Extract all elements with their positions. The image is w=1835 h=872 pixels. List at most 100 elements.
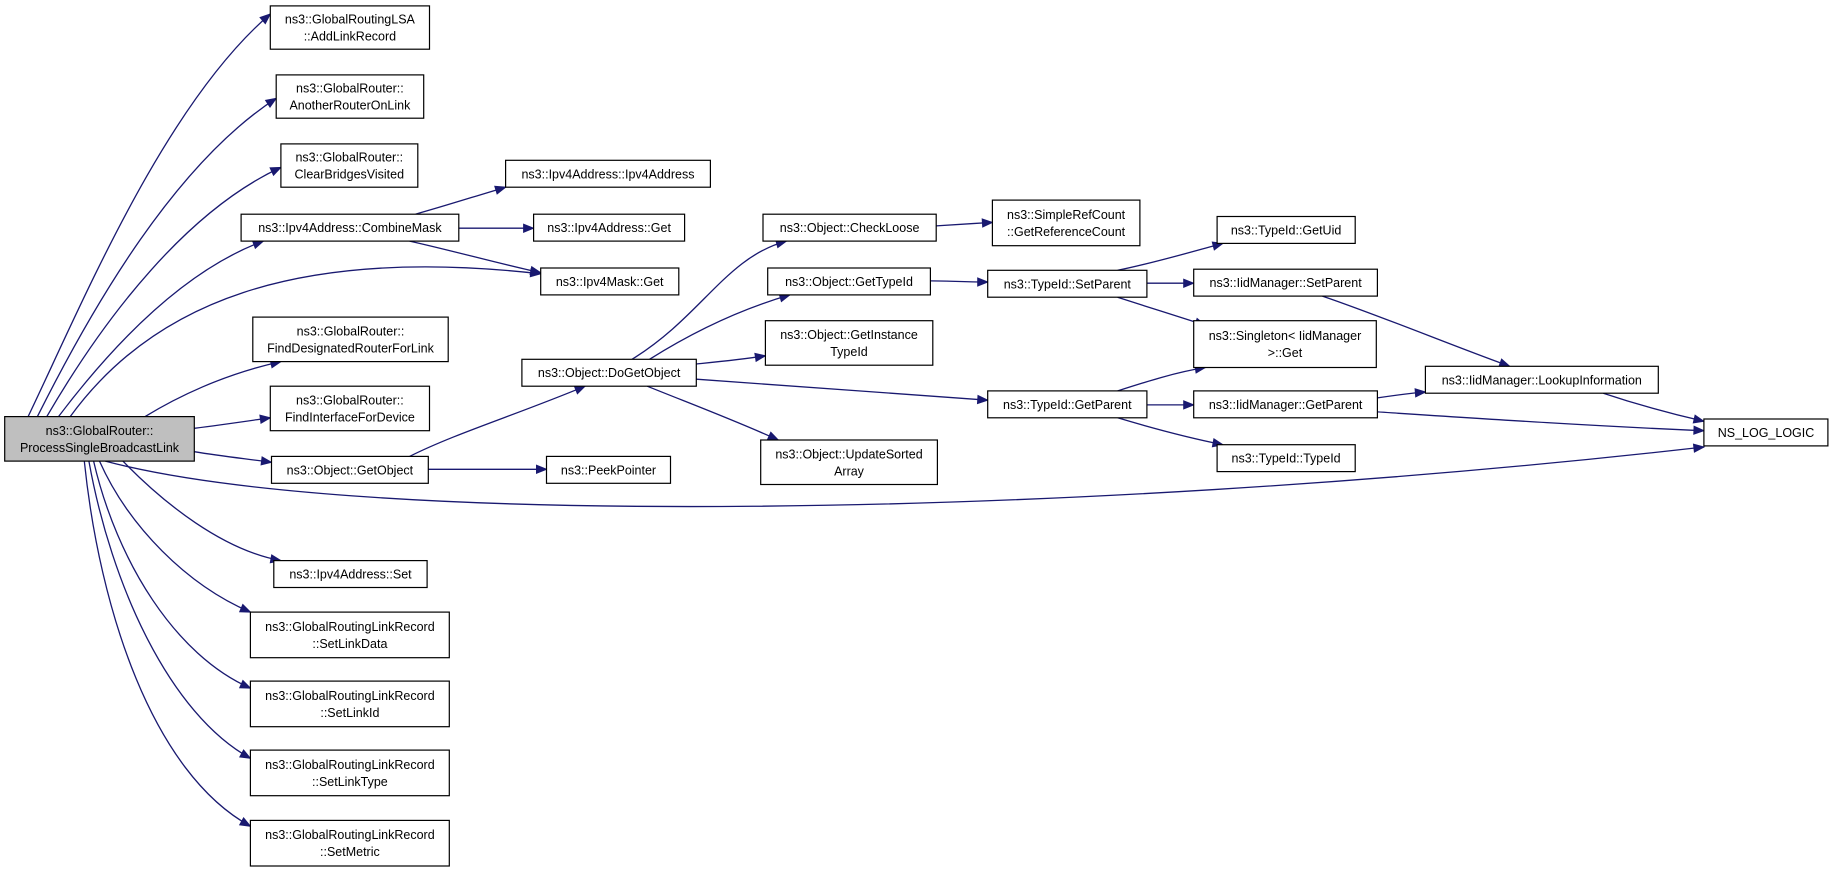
arrowhead-icon xyxy=(573,385,587,395)
arrowhead-icon xyxy=(238,603,252,613)
edge-line xyxy=(1322,295,1510,367)
node-label: ns3::IidManager::SetParent xyxy=(1210,276,1363,290)
node-ipv4maskget[interactable]: ns3::Ipv4Mask::Get xyxy=(540,267,680,296)
node-typeidsetparent[interactable]: ns3::TypeId::SetParent xyxy=(987,269,1148,298)
node-box xyxy=(505,159,712,188)
edge-objgettypeid-to-typeidsetparent xyxy=(930,277,990,287)
node-setlinkdata[interactable]: ns3::GlobalRoutingLinkRecord::SetLinkDat… xyxy=(249,611,450,659)
node-label: >::Get xyxy=(1268,346,1303,360)
node-dogetobject[interactable]: ns3::Object::DoGetObject xyxy=(521,358,697,387)
edge-dogetobject-to-getinstancetypeid xyxy=(696,352,767,365)
node-combinemask[interactable]: ns3::Ipv4Address::CombineMask xyxy=(240,213,460,242)
node-label: ns3::GlobalRoutingLinkRecord xyxy=(265,758,435,772)
node-box xyxy=(1216,444,1356,473)
node-singletonget[interactable]: ns3::Singleton< IidManager >::Get xyxy=(1193,320,1377,369)
edge-line xyxy=(1117,296,1206,326)
edge-checkloose-to-getrefcount xyxy=(936,218,994,228)
edge-line xyxy=(649,294,791,360)
edge-line xyxy=(631,240,787,360)
node-typeidgetuid[interactable]: ns3::TypeId::GetUid xyxy=(1216,215,1356,244)
arrowhead-icon xyxy=(238,679,252,689)
node-label: ns3::GlobalRoutingLinkRecord xyxy=(265,828,435,842)
edge-typeidsetparent-to-typeidgetuid xyxy=(1117,241,1225,271)
edge-line xyxy=(57,240,264,417)
node-findinterface[interactable]: ns3::GlobalRouter::FindInterfaceForDevic… xyxy=(269,385,431,432)
node-box xyxy=(269,385,431,432)
node-iidsetparent[interactable]: ns3::IidManager::SetParent xyxy=(1193,268,1378,297)
edge-line xyxy=(122,460,282,562)
node-addlinkrecord[interactable]: ns3::GlobalRoutingLSA::AddLinkRecord xyxy=(269,5,431,50)
node-box xyxy=(280,143,419,188)
node-nslog[interactable]: NS_LOG_LOGIC xyxy=(1703,418,1829,447)
node-box xyxy=(762,213,937,242)
arrowhead-icon xyxy=(976,394,990,405)
node-box xyxy=(1703,418,1829,447)
node-label: ns3::Ipv4Address::Set xyxy=(289,568,412,582)
node-typeidctor[interactable]: ns3::TypeId::TypeId xyxy=(1216,444,1356,473)
node-box xyxy=(252,316,449,363)
edge-combinemask-to-ipv4maskget xyxy=(409,240,543,276)
node-label: ::GetReferenceCount xyxy=(1007,225,1126,239)
edge-line xyxy=(46,166,282,417)
edge-line xyxy=(92,460,251,689)
node-iidgetparent[interactable]: ns3::IidManager::GetParent xyxy=(1193,390,1378,419)
node-ipv4addrget[interactable]: ns3::Ipv4Address::Get xyxy=(532,213,686,242)
arrowhead-icon xyxy=(1692,443,1706,453)
node-box xyxy=(987,390,1148,419)
node-finddesignated[interactable]: ns3::GlobalRouter::FindDesignatedRouterF… xyxy=(252,316,449,363)
node-setlinktype[interactable]: ns3::GlobalRoutingLinkRecord::SetLinkTyp… xyxy=(249,749,450,797)
node-label: ns3::Ipv4Address::CombineMask xyxy=(258,221,442,235)
node-box xyxy=(987,269,1148,298)
edge-root-to-setlinkdata xyxy=(98,460,252,613)
node-label: ::SetMetric xyxy=(320,845,380,859)
edge-dogetobject-to-checkloose xyxy=(631,239,788,360)
arrowhead-icon xyxy=(260,456,273,466)
node-peekpointer[interactable]: ns3::PeekPointer xyxy=(545,455,672,484)
node-typeidgetparent[interactable]: ns3::TypeId::GetParent xyxy=(987,390,1148,419)
edge-typeidgetparent-to-typeidctor xyxy=(1117,417,1225,448)
node-label: ns3::TypeId::SetParent xyxy=(1004,277,1132,291)
node-label: ns3::Object::DoGetObject xyxy=(538,366,681,380)
edge-getobject-to-peekpointer xyxy=(428,464,548,475)
arrowhead-icon xyxy=(766,431,780,441)
arrowhead-icon xyxy=(1693,425,1706,435)
node-root[interactable]: ns3::GlobalRouter::ProcessSingleBroadcas… xyxy=(4,416,195,462)
node-checkloose[interactable]: ns3::Object::CheckLoose xyxy=(762,213,937,242)
node-box xyxy=(249,819,450,867)
arrowhead-icon xyxy=(977,277,990,287)
edge-combinemask-to-ipv4addrget xyxy=(458,223,535,233)
node-getrefcount[interactable]: ns3::SimpleRefCount::GetReferenceCount xyxy=(991,199,1141,247)
node-anotherrouter[interactable]: ns3::GlobalRouter::AnotherRouterOnLink xyxy=(275,74,425,119)
edge-typeidsetparent-to-iidsetparent xyxy=(1146,278,1196,288)
node-label: ns3::GlobalRoutingLSA xyxy=(285,13,416,27)
node-lookupinfo[interactable]: ns3::IidManager::LookupInformation xyxy=(1424,365,1659,394)
edge-line xyxy=(1117,417,1224,446)
arrowhead-icon xyxy=(259,13,272,25)
edge-root-to-getobject xyxy=(194,451,273,466)
node-objgettypeid[interactable]: ns3::Object::GetTypeId xyxy=(767,267,932,296)
edge-line xyxy=(98,460,251,613)
arrowhead-icon xyxy=(251,240,265,250)
node-box xyxy=(521,358,697,387)
node-box xyxy=(1193,320,1377,369)
edge-line xyxy=(194,417,271,429)
node-setmetric[interactable]: ns3::GlobalRoutingLinkRecord::SetMetric xyxy=(249,819,450,867)
node-label: ns3::Object::GetTypeId xyxy=(785,275,913,289)
edge-line xyxy=(69,266,541,417)
node-box xyxy=(240,213,460,242)
node-label: ns3::GlobalRouter:: xyxy=(46,424,154,438)
edge-root-to-clearbridges xyxy=(46,166,283,417)
node-getobject[interactable]: ns3::Object::GetObject xyxy=(270,455,429,484)
node-ipv4addrctor[interactable]: ns3::Ipv4Address::Ipv4Address xyxy=(505,159,712,188)
node-label: ::AddLinkRecord xyxy=(304,30,396,44)
node-ipv4addrset[interactable]: ns3::Ipv4Address::Set xyxy=(273,559,428,589)
edge-combinemask-to-ipv4addrctor xyxy=(415,185,507,215)
edges-layer xyxy=(27,13,1706,827)
node-setlinkid[interactable]: ns3::GlobalRoutingLinkRecord::SetLinkId xyxy=(249,680,450,728)
arrowhead-icon xyxy=(1692,414,1706,424)
node-clearbridges[interactable]: ns3::GlobalRouter::ClearBridgesVisited xyxy=(280,143,419,188)
node-box xyxy=(249,680,450,728)
